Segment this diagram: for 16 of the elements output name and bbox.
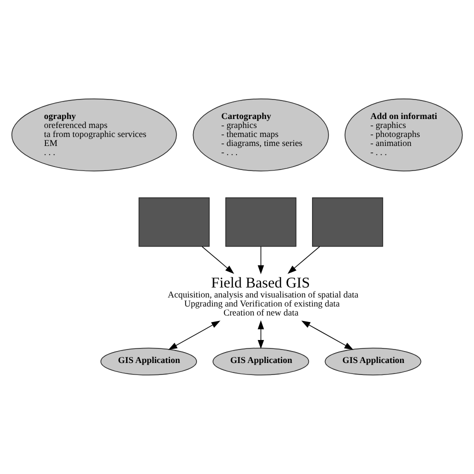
node-ellipse: GIS Application (212, 348, 310, 376)
arrow (168, 320, 220, 350)
node-text: Field Based GIS Acquisition, analysis and visualisation of spatial data Upgrading and Verification of existing data Creation of new data (168, 276, 358, 318)
node-ellipse: Cartography - graphics - thematic maps - diagrams, time series - . . . (192, 98, 329, 172)
node-box (312, 197, 384, 247)
node-box (138, 197, 210, 247)
node-ellipse: GIS Application (324, 348, 422, 376)
node-ellipse: ography oreferenced maps ta from topographic services EM . . . (11, 98, 177, 172)
arrow (258, 246, 264, 274)
arrow (288, 246, 320, 274)
arrow (202, 246, 234, 274)
arrow (301, 320, 354, 350)
node-box (225, 197, 296, 247)
arrow (258, 320, 264, 349)
node-ellipse: GIS Application (100, 348, 197, 376)
node-ellipse: Add on informati - graphics - photographs - animation - . . . (344, 98, 463, 172)
